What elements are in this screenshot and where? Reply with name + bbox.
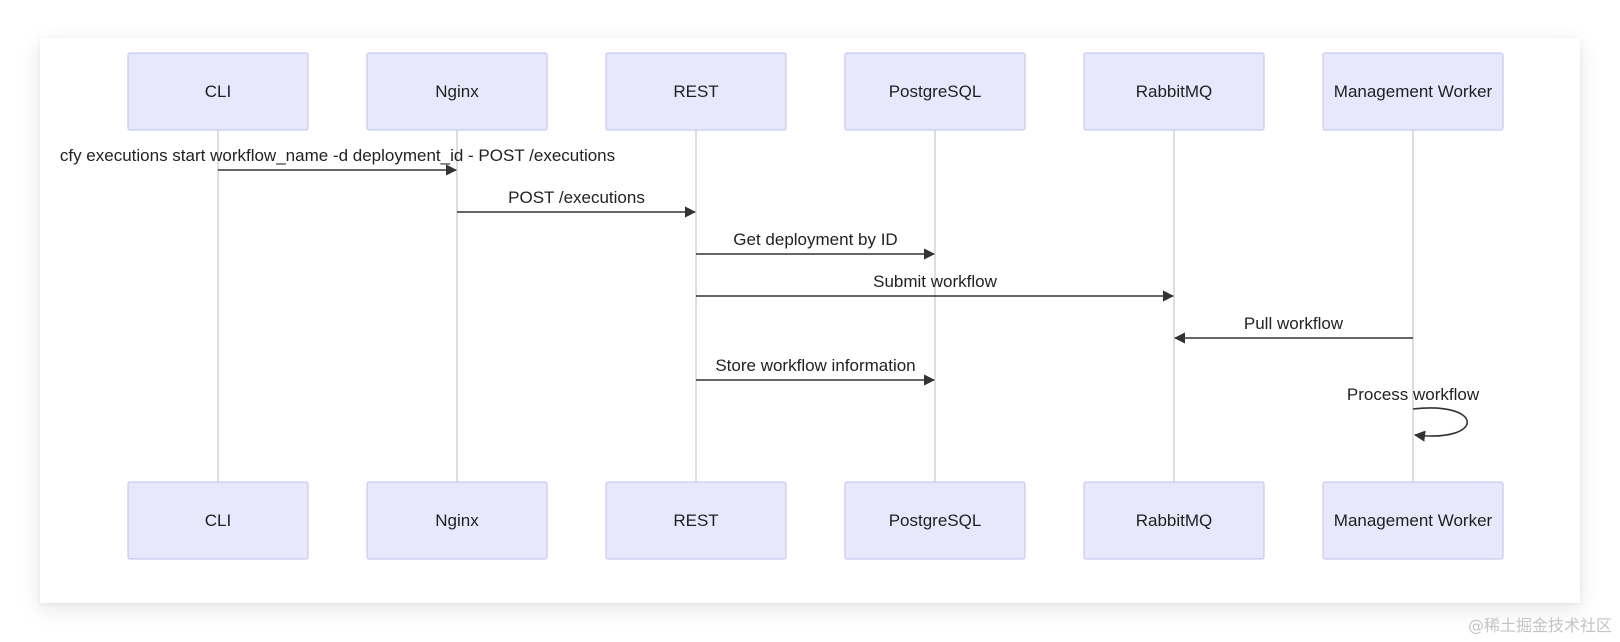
actor-box-top-rest — [605, 52, 787, 131]
actor-bottom-postgresql: PostgreSQL — [844, 481, 1026, 560]
watermark-text: @稀土掘金技术社区 — [1467, 616, 1612, 635]
actor-label-top-nginx: Nginx — [435, 82, 479, 101]
actor-bottom-rabbitmq: RabbitMQ — [1083, 481, 1265, 560]
message-arrow-7 — [1412, 407, 1469, 442]
actor-label-top-management-worker: Management Worker — [1334, 82, 1493, 101]
message-label-5: Pull workflow — [1244, 314, 1344, 333]
message-7: Process workflow — [1347, 385, 1480, 442]
actor-box-bottom-cli — [127, 481, 309, 560]
message-5: Pull workflow — [1173, 314, 1413, 344]
actor-top-cli: CLI — [127, 52, 309, 131]
actor-bottom-management-worker: Management Worker — [1322, 481, 1504, 560]
message-3: Get deployment by ID — [696, 230, 936, 260]
actor-bottom-nginx: Nginx — [366, 481, 548, 560]
actor-box-bottom-management-worker — [1322, 481, 1504, 560]
actor-box-top-cli — [127, 52, 309, 131]
actor-label-top-rest: REST — [673, 82, 718, 101]
message-label-4: Submit workflow — [873, 272, 997, 291]
message-label-6: Store workflow information — [715, 356, 915, 375]
actor-label-top-cli: CLI — [205, 82, 231, 101]
actor-box-top-rabbitmq — [1083, 52, 1265, 131]
actor-bottom-rest: REST — [605, 481, 787, 560]
actor-box-top-postgresql — [844, 52, 1026, 131]
actor-box-top-nginx — [366, 52, 548, 131]
message-1: cfy executions start workflow_name -d de… — [60, 146, 615, 176]
actor-box-bottom-rest — [605, 481, 787, 560]
actor-top-rabbitmq: RabbitMQ — [1083, 52, 1265, 131]
actor-top-rest: REST — [605, 52, 787, 131]
actor-top-management-worker: Management Worker — [1322, 52, 1504, 131]
message-label-1: cfy executions start workflow_name -d de… — [60, 146, 615, 165]
actor-label-bottom-rabbitmq: RabbitMQ — [1136, 511, 1213, 530]
actor-label-bottom-rest: REST — [673, 511, 718, 530]
actor-label-top-postgresql: PostgreSQL — [889, 82, 982, 101]
actor-top-postgresql: PostgreSQL — [844, 52, 1026, 131]
message-label-7: Process workflow — [1347, 385, 1480, 404]
message-label-2: POST /executions — [508, 188, 645, 207]
actor-box-bottom-nginx — [366, 481, 548, 560]
actor-label-bottom-nginx: Nginx — [435, 511, 479, 530]
actor-top-nginx: Nginx — [366, 52, 548, 131]
actor-box-bottom-postgresql — [844, 481, 1026, 560]
actor-box-bottom-rabbitmq — [1083, 481, 1265, 560]
actor-label-top-rabbitmq: RabbitMQ — [1136, 82, 1213, 101]
actor-bottom-cli: CLI — [127, 481, 309, 560]
actor-label-bottom-management-worker: Management Worker — [1334, 511, 1493, 530]
message-2: POST /executions — [457, 188, 697, 218]
actor-label-bottom-postgresql: PostgreSQL — [889, 511, 982, 530]
actor-box-top-management-worker — [1322, 52, 1504, 131]
message-6: Store workflow information — [696, 356, 936, 386]
message-label-3: Get deployment by ID — [733, 230, 897, 249]
message-4: Submit workflow — [696, 272, 1175, 302]
actor-label-bottom-cli: CLI — [205, 511, 231, 530]
